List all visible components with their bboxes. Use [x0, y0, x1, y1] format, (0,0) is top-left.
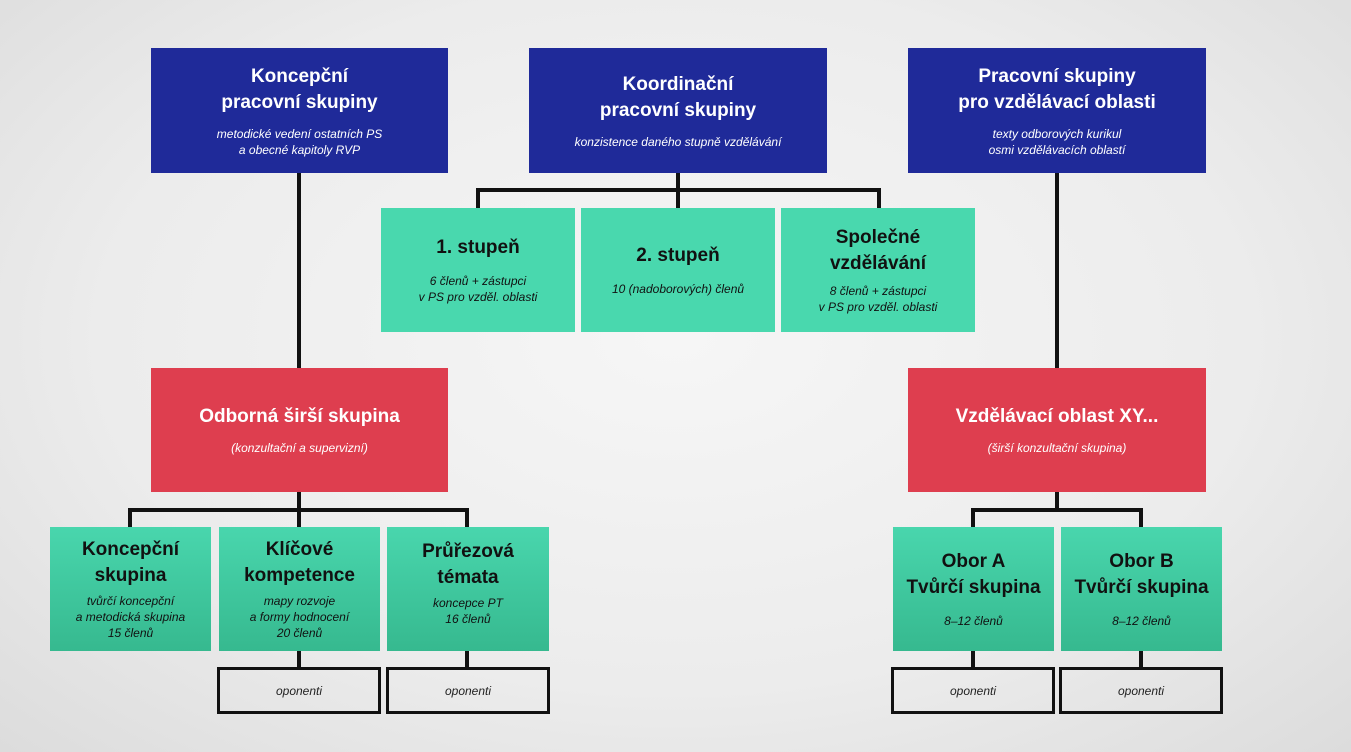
connector-right-drop-1: [971, 508, 975, 528]
connector-mid-drop-2: [676, 188, 680, 209]
box-education-area-xy: Vzdělávací oblast XY... (širší konzultač…: [908, 368, 1206, 492]
connector-opp-1: [297, 651, 301, 668]
connector-left-vertical: [297, 173, 301, 368]
box-wide-expert-group: Odborná širší skupina (konzultační a sup…: [151, 368, 448, 492]
connector-opp-4: [1139, 651, 1143, 668]
box-subtitle: 10 (nadoborových) členů: [611, 282, 745, 296]
box-opponents: oponenti: [1059, 667, 1223, 714]
box-area-working-groups: Pracovní skupiny pro vzdělávací oblasti …: [908, 48, 1206, 173]
box-conceptual-working-groups: Koncepční pracovní skupiny metodické ved…: [151, 48, 448, 173]
connector-mid-drop-1: [476, 188, 480, 209]
box-field-a-team: Obor A Tvůrčí skupina 8–12 členů: [893, 527, 1054, 651]
box-key-competences: Klíčové kompetence mapy rozvoje a formy …: [219, 527, 380, 651]
opponents-label: oponenti: [1117, 683, 1165, 698]
connector-mid-drop-3: [877, 188, 881, 209]
opponents-label: oponenti: [275, 683, 323, 698]
box-subtitle: texty odborových kurikul osmi vzdělávací…: [988, 126, 1126, 157]
box-title: Obor A Tvůrčí skupina: [906, 551, 1041, 598]
box-title: Koncepční pracovní skupiny: [221, 65, 378, 113]
connector-left-drop-2: [297, 508, 301, 528]
box-field-b-team: Obor B Tvůrčí skupina 8–12 členů: [1061, 527, 1222, 651]
box-subtitle: 8 členů + zástupci v PS pro vzděl. oblas…: [818, 284, 938, 314]
box-title: Klíčové kompetence: [244, 539, 355, 586]
box-title: Koncepční skupina: [81, 539, 180, 586]
box-opponents: oponenti: [891, 667, 1055, 714]
box-title: Vzdělávací oblast XY...: [955, 406, 1159, 427]
box-subtitle: tvůrčí koncepční a metodická skupina 15 …: [75, 594, 186, 640]
box-level-2: 2. stupeň 10 (nadoborových) členů: [581, 208, 775, 332]
box-opponents: oponenti: [217, 667, 381, 714]
box-title: Koordinační pracovní skupiny: [599, 73, 757, 121]
connector-right-drop-2: [1139, 508, 1143, 528]
connector-left-drop-3: [465, 508, 469, 528]
box-title: Průřezová témata: [422, 541, 514, 588]
opponents-label: oponenti: [444, 683, 492, 698]
box-subtitle: 8–12 členů: [1112, 614, 1171, 628]
box-title: Pracovní skupiny pro vzdělávací oblasti: [958, 65, 1156, 113]
box-cross-curricular-topics: Průřezová témata koncepce PT 16 členů: [387, 527, 549, 651]
box-subtitle: (konzultační a supervizní): [231, 441, 368, 455]
connector-right-vertical: [1055, 173, 1059, 368]
box-subtitle: (širší konzultační skupina): [987, 441, 1127, 455]
connector-opp-3: [971, 651, 975, 668]
box-level-common: Společné vzdělávání 8 členů + zástupci v…: [781, 208, 975, 332]
box-coordination-working-groups: Koordinační pracovní skupiny konzistence…: [529, 48, 827, 173]
connector-right-stem: [1055, 492, 1059, 510]
box-subtitle: 6 členů + zástupci v PS pro vzděl. oblas…: [418, 274, 538, 304]
box-subtitle: metodické vedení ostatních PS a obecné k…: [216, 126, 383, 157]
box-title: 1. stupeň: [436, 237, 520, 258]
box-title: Obor B Tvůrčí skupina: [1074, 551, 1209, 598]
box-title: 2. stupeň: [636, 245, 720, 266]
box-conceptual-team: Koncepční skupina tvůrčí koncepční a met…: [50, 527, 211, 651]
connector-left-stem: [297, 492, 301, 510]
box-subtitle: konzistence daného stupně vzdělávání: [574, 134, 782, 149]
box-title: Odborná širší skupina: [199, 406, 400, 427]
opponents-label: oponenti: [949, 683, 997, 698]
connector-right-bar: [971, 508, 1143, 512]
connector-left-drop-1: [128, 508, 132, 528]
box-level-1: 1. stupeň 6 členů + zástupci v PS pro vz…: [381, 208, 575, 332]
box-opponents: oponenti: [386, 667, 550, 714]
box-subtitle: 8–12 členů: [944, 614, 1003, 628]
connector-mid-stem: [676, 173, 680, 190]
box-subtitle: koncepce PT 16 členů: [432, 596, 504, 626]
connector-opp-2: [465, 651, 469, 668]
box-subtitle: mapy rozvoje a formy hodnocení 20 členů: [249, 594, 350, 640]
box-title: Společné vzdělávání: [829, 227, 927, 274]
